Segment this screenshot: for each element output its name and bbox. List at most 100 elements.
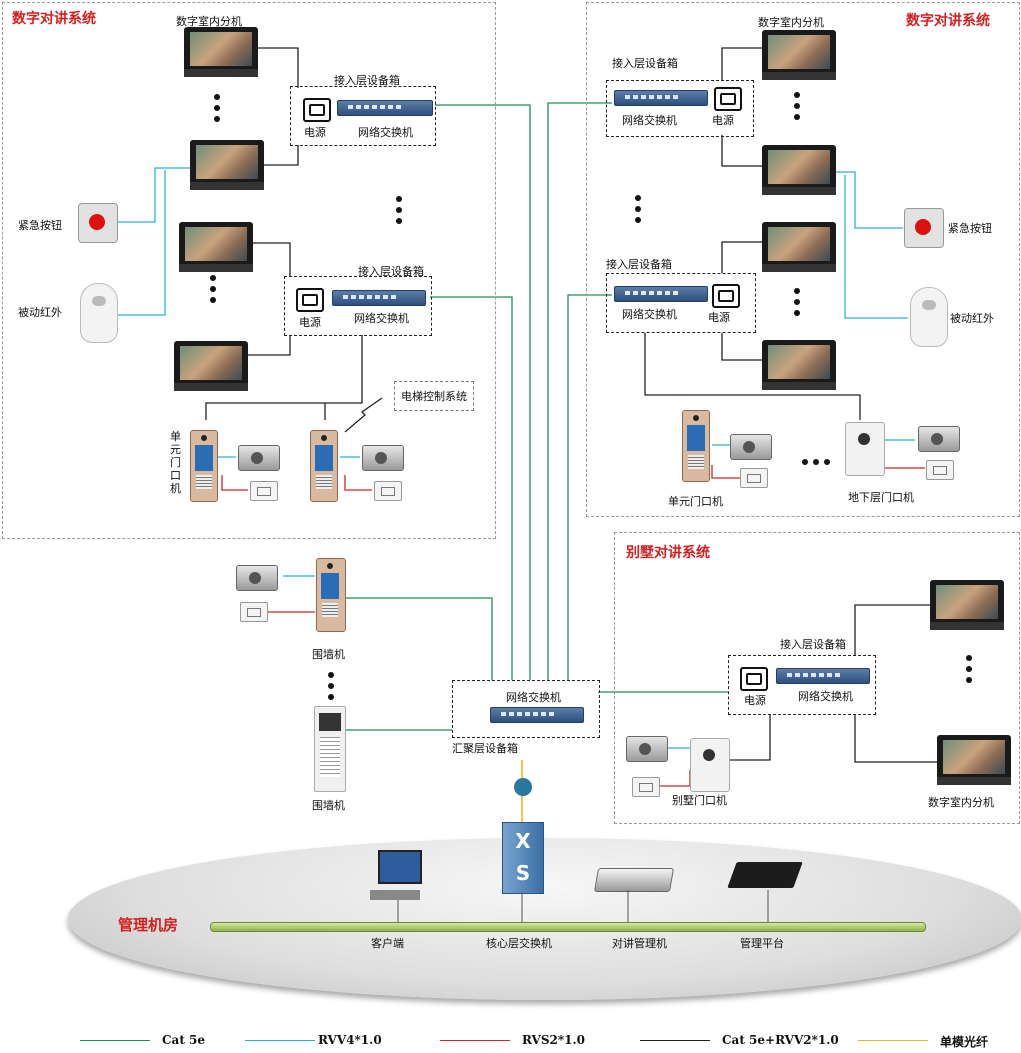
legend-line-cat5e — [80, 1040, 150, 1041]
ellipsis-icon — [396, 196, 402, 229]
intercom-manager-label: 对讲管理机 — [612, 937, 667, 950]
region-title-top-right: 数字对讲系统 — [906, 13, 990, 29]
exit-button-icon — [250, 481, 278, 501]
access-box-label: 接入层设备箱 — [612, 57, 678, 70]
ellipsis-icon — [328, 672, 334, 705]
region-villa — [614, 532, 1020, 824]
pir-label: 被动红外 — [18, 306, 62, 319]
core-s-glyph: S — [515, 861, 531, 885]
ellipsis-icon — [802, 450, 835, 469]
server-room-title: 管理机房 — [118, 916, 179, 934]
power-supply-icon — [296, 288, 324, 312]
door-lock-icon — [238, 445, 280, 471]
legend-label-fiber: 单模光纤 — [940, 1035, 989, 1049]
network-switch-icon — [490, 707, 584, 723]
ellipsis-icon — [966, 655, 972, 688]
villa-door-station — [690, 738, 730, 792]
wall-unit-station — [316, 558, 346, 632]
emergency-button-icon — [78, 203, 118, 243]
access-box — [290, 86, 436, 146]
indoor-monitor — [184, 27, 258, 77]
power-supply-icon — [303, 98, 331, 122]
access-box-label: 接入层设备箱 — [606, 258, 672, 271]
indoor-monitor — [190, 140, 264, 190]
door-lock-icon — [626, 736, 668, 762]
access-box — [606, 80, 754, 137]
indoor-monitor — [762, 340, 836, 390]
network-switch-icon — [614, 286, 708, 302]
network-switch-icon — [332, 290, 426, 306]
unit-door-station — [190, 430, 218, 502]
pir-sensor-icon — [80, 283, 118, 343]
ellipsis-icon — [794, 92, 800, 125]
fiber-icon — [514, 778, 532, 796]
cat5e-line — [567, 294, 612, 680]
cat5e-rvv-line — [250, 242, 291, 277]
cat5e-rvv-line — [854, 715, 940, 763]
emergency-button-label: 紧急按钮 — [18, 219, 62, 232]
pir-label: 被动红外 — [950, 312, 994, 325]
power-supply-icon — [714, 87, 742, 111]
region-top-right — [586, 2, 1020, 517]
access-box-label: 接入层设备箱 — [358, 265, 424, 278]
power-label: 电源 — [299, 316, 321, 329]
indoor-monitor — [762, 30, 836, 80]
client-pc-base — [370, 890, 420, 900]
legend-line-cat5e-rvv2 — [640, 1040, 710, 1041]
unit-door-label: 单元门口机 — [170, 430, 181, 495]
exit-button-icon — [740, 468, 768, 488]
rvv-line — [115, 170, 166, 316]
legend-line-rvs2 — [440, 1040, 510, 1041]
wireless-link — [344, 397, 383, 433]
indoor-monitor — [930, 580, 1004, 630]
wall-unit-label: 围墙机 — [312, 648, 345, 661]
ellipsis-icon — [635, 195, 641, 228]
legend-label-cat5e-rvv2: Cat 5e+RVV2*1.0 — [722, 1033, 839, 1047]
aggregation-box — [452, 680, 600, 738]
cat5e-rvv-line — [205, 335, 363, 420]
cat5e-line — [435, 104, 531, 680]
access-box-label: 接入层设备箱 — [780, 638, 846, 651]
wall-unit-label: 围墙机 — [312, 799, 345, 812]
legend-label-cat5e: Cat 5e — [162, 1033, 206, 1047]
cat5e-line — [430, 296, 513, 680]
door-lock-icon — [362, 445, 404, 471]
ellipsis-icon — [214, 94, 220, 127]
switch-label: 网络交换机 — [622, 308, 677, 321]
indoor-unit-label: 数字室内分机 — [176, 15, 242, 28]
indoor-monitor — [937, 735, 1011, 785]
cat5e-rvv-line — [721, 47, 762, 80]
indoor-monitor — [762, 145, 836, 195]
switch-label: 网络交换机 — [798, 690, 853, 703]
switch-label: 网络交换机 — [358, 126, 413, 139]
access-box — [606, 273, 756, 333]
indoor-monitor — [174, 341, 248, 391]
basement-door-station — [845, 422, 885, 476]
villa-door-label: 别墅门口机 — [672, 794, 727, 807]
indoor-monitor — [762, 222, 836, 272]
rvs-line — [711, 465, 740, 479]
region-title-top-left: 数字对讲系统 — [12, 11, 96, 27]
door-lock-icon — [918, 426, 960, 452]
rvs-line — [221, 475, 248, 491]
cat5e-rvv-line — [245, 335, 291, 356]
basement-door-label: 地下层门口机 — [848, 491, 914, 504]
region-top-left — [2, 2, 496, 539]
access-box-label: 接入层设备箱 — [334, 74, 400, 87]
cat5e-rvv-line — [721, 135, 762, 167]
cat5e-line — [547, 102, 612, 680]
core-x-glyph: X — [515, 829, 531, 853]
server-bus — [210, 922, 926, 932]
emergency-button-label: 紧急按钮 — [948, 222, 992, 235]
rvv-line — [118, 167, 190, 223]
indoor-unit-label: 数字室内分机 — [758, 16, 824, 29]
exit-button-icon — [240, 602, 268, 622]
switch-label: 网络交换机 — [622, 114, 677, 127]
cat5e-rvv-line — [644, 333, 861, 420]
ellipsis-icon — [794, 288, 800, 321]
cat5e-rvv-line — [255, 47, 299, 88]
power-supply-icon — [740, 667, 768, 691]
agg-switch-label: 网络交换机 — [506, 691, 561, 704]
rvs-line — [344, 475, 372, 491]
